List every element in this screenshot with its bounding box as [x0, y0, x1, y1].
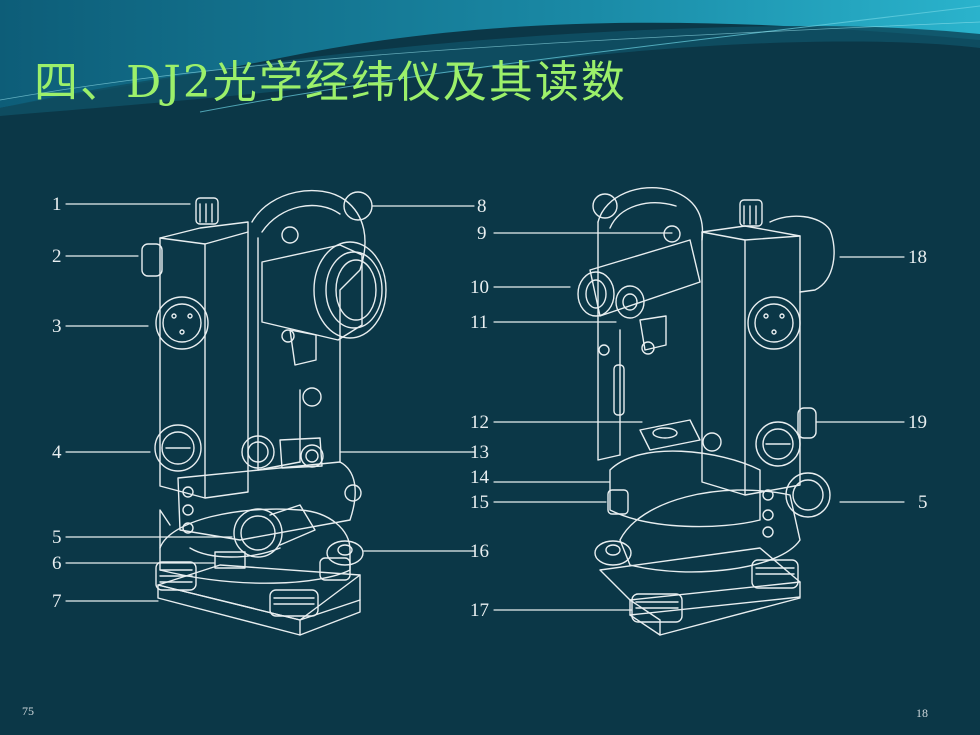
callout-18: 18	[908, 247, 927, 268]
callout-12: 12	[470, 412, 489, 433]
left-theodolite	[141, 189, 387, 636]
callout-7: 7	[52, 591, 62, 612]
callout-6: 6	[52, 553, 62, 574]
header-banner	[0, 0, 980, 116]
slide-title: 四、DJ2光学经纬仪及其读数	[34, 57, 627, 108]
callout-5-right: 5	[918, 492, 928, 513]
callout-9: 9	[477, 223, 487, 244]
footer-left-number: 75	[22, 704, 34, 718]
callout-14: 14	[470, 467, 489, 488]
callout-11: 11	[470, 312, 489, 333]
callout-2: 2	[52, 246, 62, 267]
callout-3: 3	[52, 316, 62, 337]
callout-19: 19	[908, 412, 927, 433]
callout-15: 15	[470, 492, 489, 513]
callout-13: 13	[470, 442, 489, 463]
callout-5-left: 5	[52, 527, 62, 548]
callout-17: 17	[470, 600, 489, 621]
right-theodolite	[577, 186, 835, 636]
callout-1: 1	[52, 194, 62, 215]
callout-8: 8	[477, 196, 487, 217]
callout-4: 4	[52, 442, 62, 463]
callout-10: 10	[470, 277, 489, 298]
callout-16: 16	[470, 541, 489, 562]
leader-lines	[65, 203, 905, 611]
page-number: 18	[916, 706, 928, 720]
